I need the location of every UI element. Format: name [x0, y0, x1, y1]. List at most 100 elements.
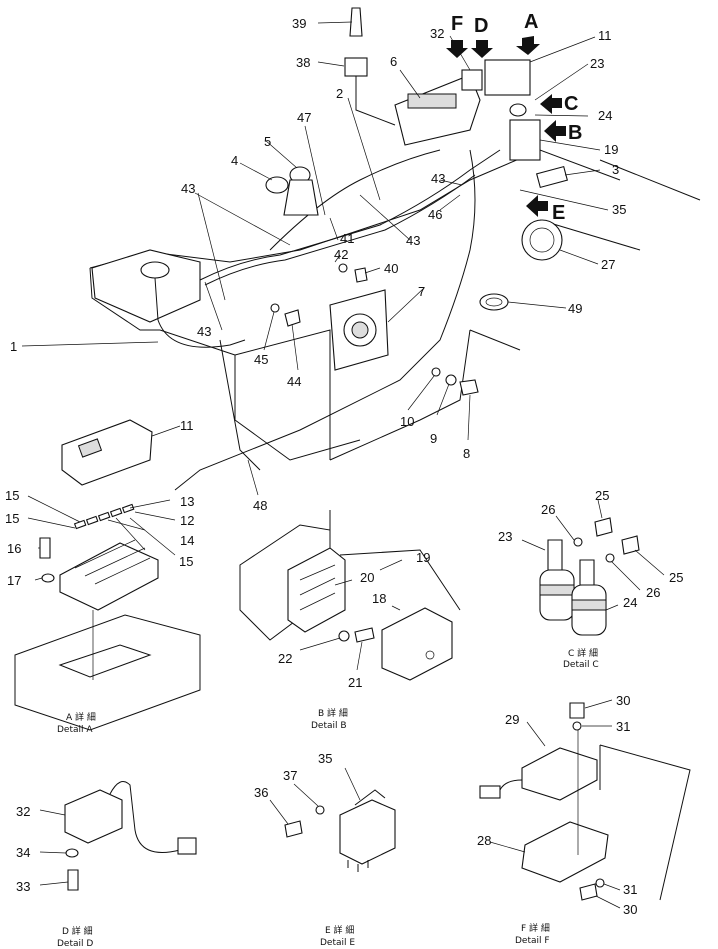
part-label-4: 4 — [231, 153, 238, 168]
part-label-41: 41 — [340, 231, 354, 246]
washer-31-a — [572, 721, 582, 731]
part-label-25-a: 25 — [595, 488, 609, 503]
switch-38 — [344, 57, 368, 77]
panel-6 — [394, 74, 481, 146]
detail-d-en: Detail D — [57, 939, 93, 949]
detail-e-en: Detail E — [320, 938, 355, 948]
washer-37 — [315, 805, 325, 815]
part-label-32-b: 32 — [16, 804, 30, 819]
detail-e — [269, 767, 396, 872]
bracket-28 — [521, 821, 609, 883]
cover-18 — [381, 607, 453, 681]
part-label-27: 27 — [601, 257, 615, 272]
bolt-30-a — [569, 702, 585, 719]
part-label-39: 39 — [292, 16, 306, 31]
part-label-2: 2 — [336, 86, 343, 101]
part-label-23-b: 23 — [498, 529, 512, 544]
part-label-47: 47 — [297, 110, 311, 125]
part-label-3: 3 — [612, 162, 619, 177]
view-letter-a: A — [524, 11, 538, 33]
arrow-f — [446, 40, 468, 58]
fuses — [73, 503, 135, 530]
detail-a — [14, 495, 201, 731]
view-arrows — [446, 36, 566, 217]
part-label-49: 49 — [568, 301, 582, 316]
unit-32 — [64, 789, 123, 844]
part-label-28: 28 — [477, 833, 491, 848]
connector-d — [177, 837, 197, 855]
view-letter-d: D — [474, 15, 488, 37]
connector-f — [479, 785, 501, 799]
detail-f — [479, 699, 691, 909]
screw-16 — [39, 537, 51, 559]
part-label-37: 37 — [283, 768, 297, 783]
part-label-35: 35 — [612, 202, 626, 217]
part-label-40: 40 — [384, 261, 398, 276]
washer-10 — [431, 367, 441, 377]
part-label-24: 24 — [598, 108, 612, 123]
part-label-14: 14 — [180, 533, 194, 548]
part-label-6: 6 — [390, 54, 397, 69]
detail-b — [239, 510, 461, 681]
bolt-25-b — [621, 535, 640, 555]
screw-33 — [67, 869, 79, 891]
part-label-38: 38 — [296, 55, 310, 70]
washer-26-b — [605, 553, 615, 563]
part-label-15-a: 15 — [5, 488, 19, 503]
detail-b-en: Detail B — [311, 721, 347, 731]
washer-26-a — [573, 537, 583, 547]
item-23 — [509, 103, 527, 117]
part-label-13: 13 — [180, 494, 194, 509]
part-label-11-b: 11 — [180, 418, 194, 433]
part-label-43-b: 43 — [431, 171, 445, 186]
part-label-32: 32 — [430, 26, 444, 41]
part-label-43-c: 43 — [406, 233, 420, 248]
relay-35 — [339, 799, 396, 865]
item-19 — [509, 119, 541, 161]
washer-34 — [65, 848, 79, 858]
part-label-25-b: 25 — [669, 570, 683, 585]
detail-a-jp: A 詳 細 — [66, 711, 96, 723]
detail-d — [39, 781, 197, 891]
part-label-30-b: 30 — [623, 902, 637, 917]
part-label-8: 8 — [463, 446, 470, 461]
part-label-31-b: 31 — [623, 882, 637, 897]
part-label-22: 22 — [278, 651, 292, 666]
washer-42 — [338, 263, 348, 273]
detail-c-en: Detail C — [563, 660, 599, 670]
washer-17 — [41, 573, 55, 583]
part-label-26-a: 26 — [541, 502, 555, 517]
part-label-23: 23 — [590, 56, 604, 71]
item-4 — [265, 176, 289, 194]
part-label-19: 19 — [604, 142, 618, 157]
part-label-35-b: 35 — [318, 751, 332, 766]
tank-body — [91, 249, 201, 323]
part-label-19-b: 19 — [416, 550, 430, 565]
arrow-d — [471, 40, 493, 58]
bolt-30-b — [579, 883, 598, 901]
bolt-25-a — [594, 517, 613, 537]
part-label-46: 46 — [428, 207, 442, 222]
part-label-31-a: 31 — [616, 719, 630, 734]
part-label-29: 29 — [505, 712, 519, 727]
part-label-48: 48 — [253, 498, 267, 513]
item-49 — [479, 293, 509, 311]
washer-22 — [338, 630, 350, 642]
part-label-43-a: 43 — [181, 181, 195, 196]
item-11 — [484, 59, 531, 96]
part-label-16: 16 — [7, 541, 21, 556]
detail-f-en: Detail F — [515, 936, 550, 946]
washer-45 — [270, 303, 280, 313]
item-11-lower — [61, 419, 153, 486]
part-label-1: 1 — [10, 339, 17, 354]
bolt-44 — [284, 309, 301, 327]
part-label-21: 21 — [348, 675, 362, 690]
part-label-26-b: 26 — [646, 585, 660, 600]
item-32 — [461, 69, 483, 91]
part-label-44: 44 — [287, 374, 301, 389]
detail-c — [521, 499, 665, 636]
bolt-40 — [354, 267, 368, 283]
relay-20 — [287, 547, 346, 633]
bolt-8 — [459, 379, 479, 396]
